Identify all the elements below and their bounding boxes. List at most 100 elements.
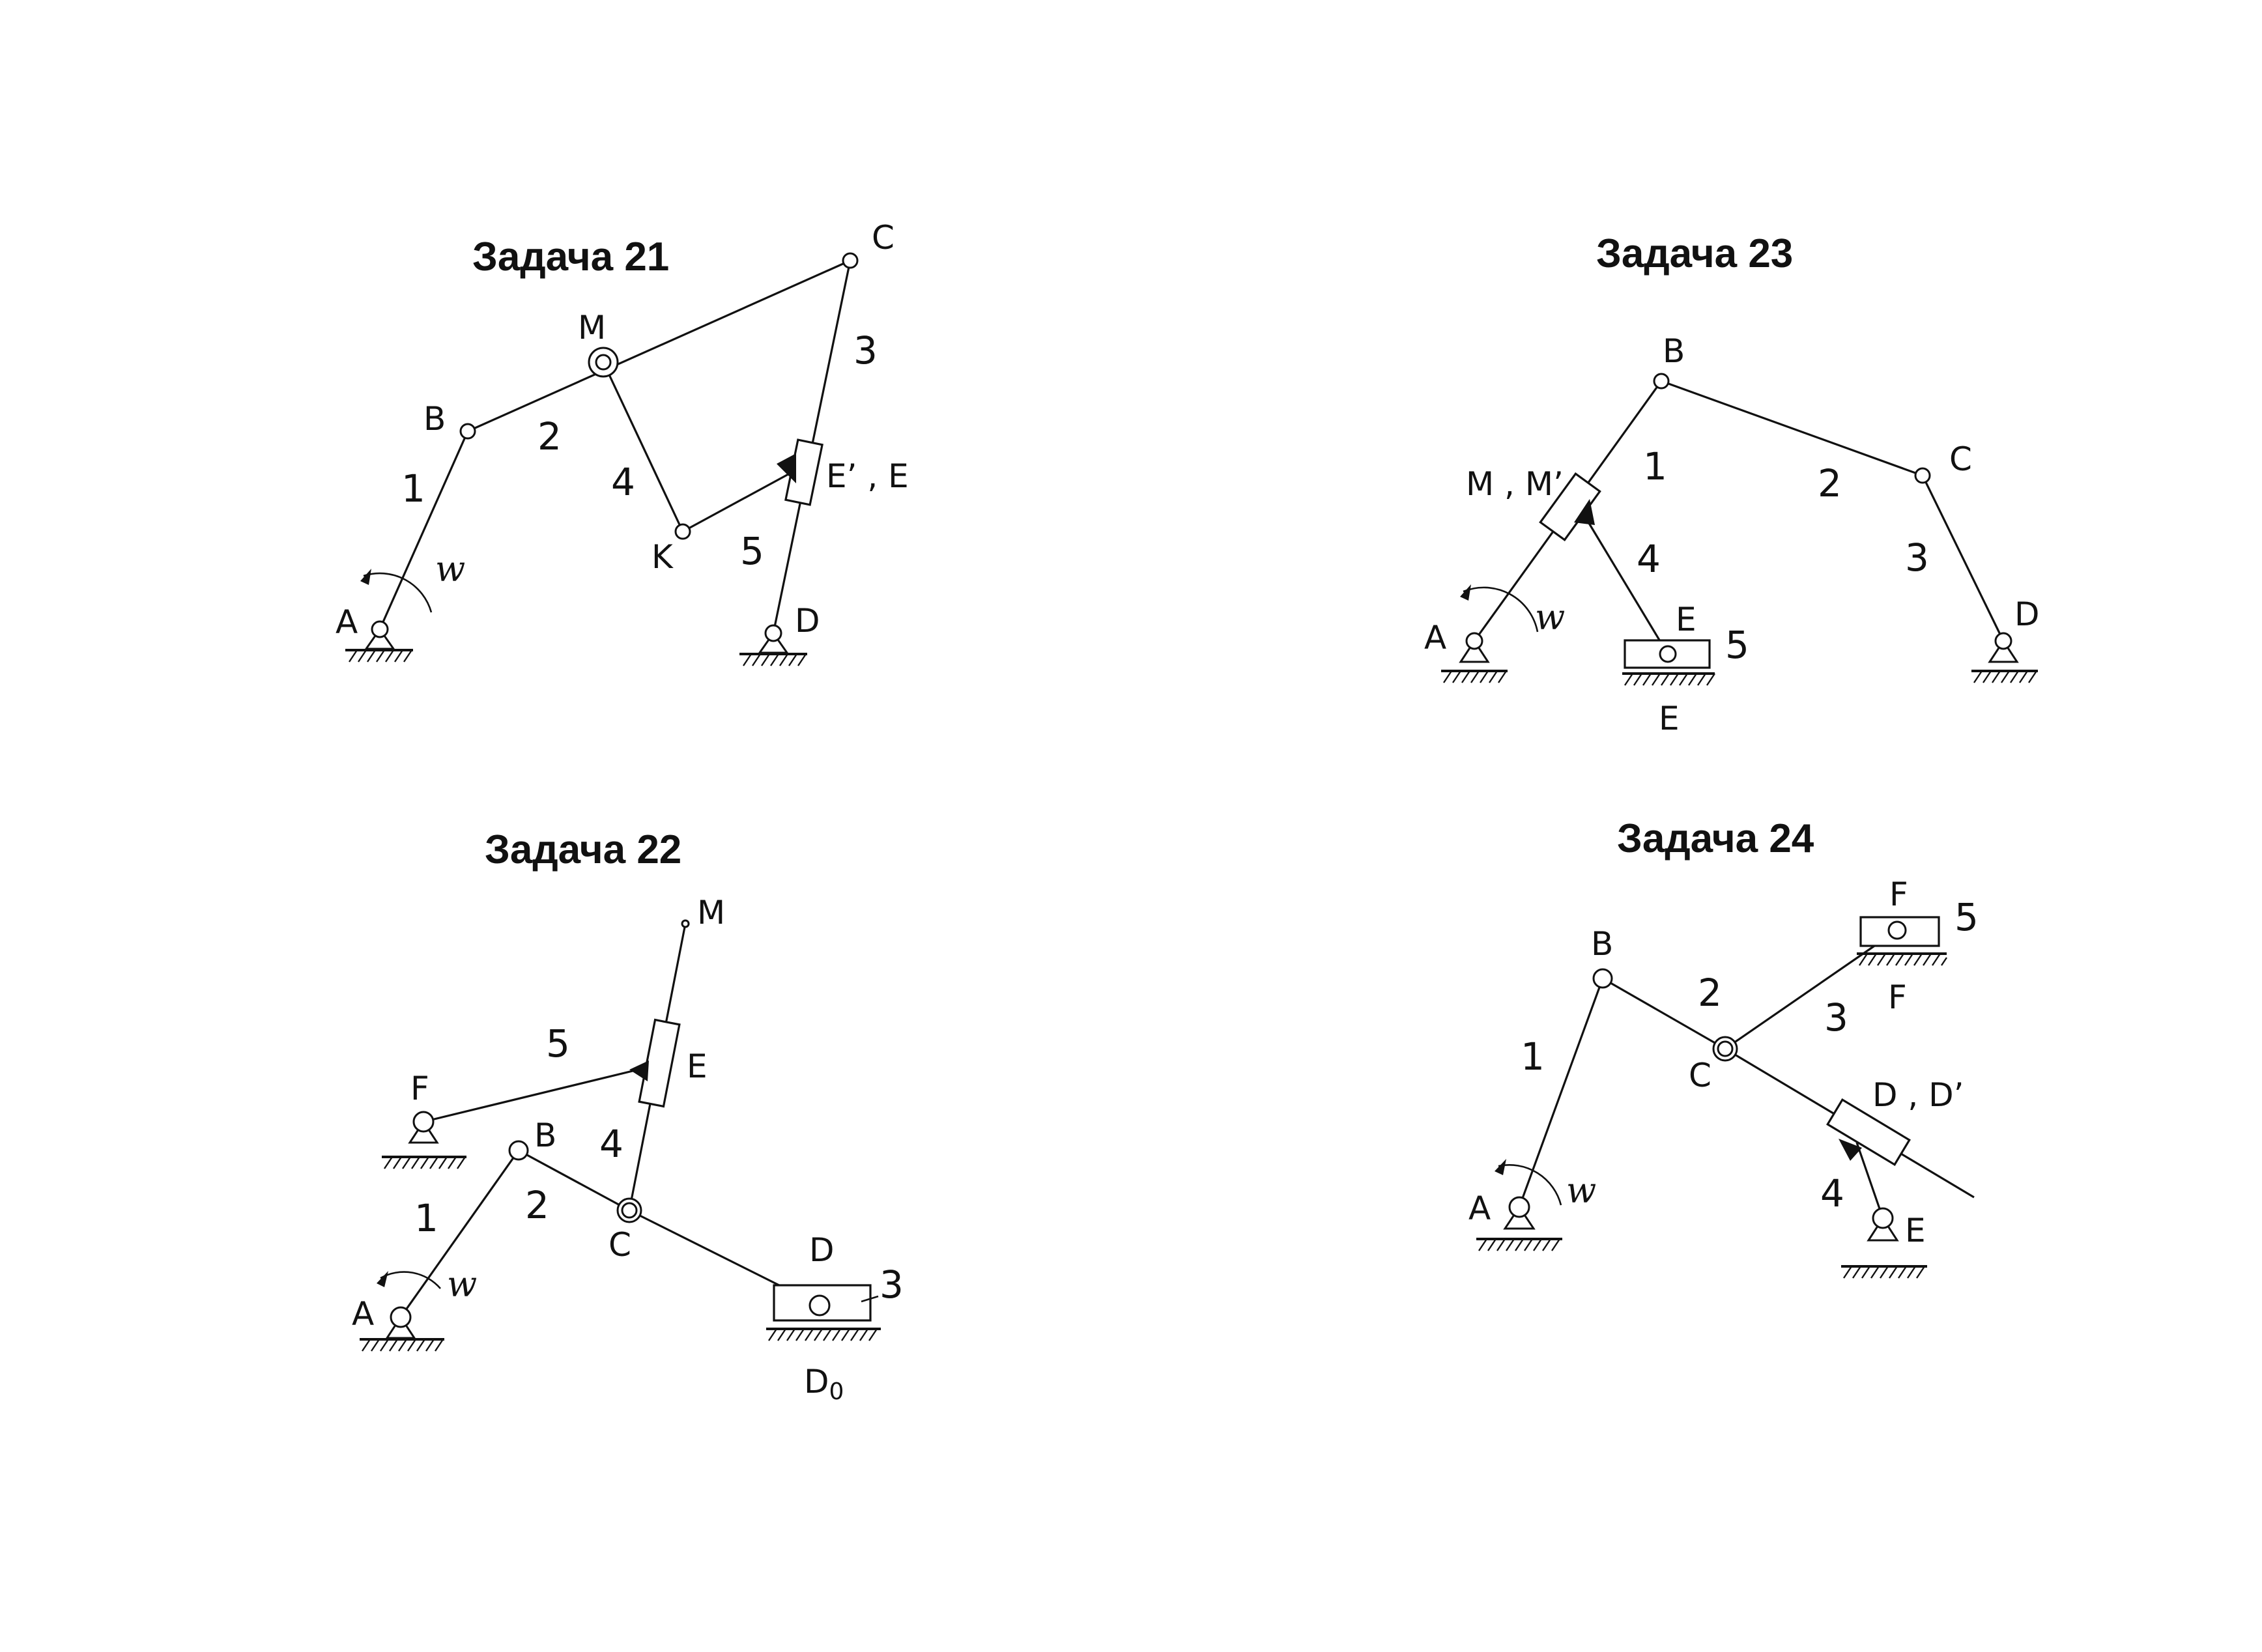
joint-C — [1717, 1040, 1734, 1057]
link-number-1: 1 — [401, 466, 425, 511]
link-4 — [1579, 507, 1669, 655]
slider-D — [1826, 1098, 1911, 1166]
ground-support-D — [739, 624, 807, 666]
slider-E — [638, 1018, 681, 1108]
link-2 — [518, 1149, 630, 1212]
link-number-4: 4 — [1637, 537, 1661, 581]
joint-M — [595, 354, 612, 371]
link-number-4: 4 — [599, 1122, 623, 1166]
joint-B — [508, 1140, 529, 1161]
link-5 — [682, 473, 789, 533]
slider-E — [1622, 639, 1715, 686]
label-D0: D0 — [804, 1363, 844, 1405]
joint-K — [674, 523, 691, 540]
label-D: D — [2014, 595, 2040, 633]
omega-label: w — [1535, 597, 1565, 638]
omega-arrow: w — [360, 548, 465, 613]
label-M: M — [697, 894, 725, 932]
problem-22: Задача 22 — [352, 827, 904, 1405]
label-A: A — [1468, 1189, 1491, 1227]
label-D: D — [795, 602, 820, 640]
problem-23-title: Задача 23 — [1596, 231, 1793, 276]
label-C: C — [1689, 1057, 1711, 1094]
label-E-guide: E — [1659, 700, 1680, 737]
slider-M-pin — [1574, 499, 1595, 525]
label-K: K — [651, 538, 674, 576]
label-F: F — [410, 1070, 429, 1107]
label-E: E — [1676, 601, 1696, 638]
link-number-3: 3 — [853, 328, 878, 373]
label-M: M , M’ — [1466, 465, 1564, 503]
link-number-1: 1 — [1643, 444, 1667, 489]
joint-C — [842, 252, 859, 269]
problem-23: Задача 23 — [1424, 231, 2040, 737]
label-B: B — [423, 400, 446, 438]
link-number-4: 4 — [611, 460, 635, 504]
label-A: A — [352, 1295, 374, 1333]
link-number-5: 5 — [546, 1021, 570, 1066]
slider-D-pin — [1839, 1139, 1862, 1161]
link-4 — [602, 362, 684, 532]
label-B: B — [534, 1117, 556, 1154]
point-M — [681, 919, 690, 928]
slider-E-pin — [777, 453, 796, 483]
label-C: C — [1949, 440, 1972, 478]
omega-label: w — [447, 1264, 477, 1305]
link-number-2: 2 — [1698, 971, 1722, 1015]
ground-support-D — [1971, 632, 2038, 683]
link-number-5: 5 — [1725, 623, 1749, 667]
joint-C — [1914, 467, 1931, 484]
ground-support-E — [1841, 1207, 1927, 1279]
problem-24: Задача 24 — [1468, 816, 1979, 1279]
label-C: C — [608, 1226, 631, 1264]
label-D: D — [809, 1231, 835, 1269]
label-F-guide: F — [1888, 978, 1907, 1016]
omega-arrow: w — [377, 1264, 477, 1305]
joint-C — [621, 1202, 638, 1219]
slider-F — [1857, 916, 1947, 966]
ground-support-A — [1441, 632, 1508, 683]
link-1 — [1518, 978, 1604, 1208]
ground-support-A — [360, 1306, 444, 1352]
link-number-2: 2 — [1818, 461, 1842, 506]
link-number-5: 5 — [740, 529, 764, 573]
label-E: E’ , E — [826, 457, 909, 495]
joint-B — [459, 423, 476, 440]
link-number-5: 5 — [1954, 895, 1979, 939]
problem-21-title: Задача 21 — [472, 235, 669, 279]
label-E: E — [1905, 1212, 1926, 1249]
slider-E-pin — [629, 1061, 649, 1081]
link-3 — [1921, 475, 2005, 642]
label-B: B — [1663, 332, 1685, 370]
joint-B — [1653, 373, 1670, 390]
label-M: M — [578, 309, 606, 347]
label-E: E — [687, 1047, 708, 1085]
link-2 — [1602, 977, 1726, 1050]
label-A: A — [336, 603, 358, 641]
link-5 — [423, 1064, 655, 1123]
problem-24-title: Задача 24 — [1617, 816, 1814, 861]
omega-label: w — [1566, 1170, 1596, 1211]
ground-support-A — [1476, 1196, 1562, 1251]
link-1 — [379, 431, 469, 630]
link-number-1: 1 — [1521, 1034, 1545, 1079]
link-number-3: 3 — [880, 1262, 904, 1307]
label-C: C — [872, 219, 895, 257]
link-number-1: 1 — [414, 1196, 438, 1240]
link-2 — [1661, 380, 1923, 477]
ground-support-A — [345, 620, 413, 662]
link-3 — [1725, 929, 1898, 1050]
slider-D — [766, 1284, 881, 1341]
label-B: B — [1591, 925, 1613, 963]
ground-support-F — [382, 1111, 466, 1169]
link-number-2: 2 — [525, 1183, 549, 1227]
link-number-2: 2 — [537, 414, 562, 459]
omega-label: w — [435, 548, 465, 590]
link-number-3: 3 — [1824, 995, 1848, 1040]
link-number-3: 3 — [1905, 535, 1929, 580]
problem-21: Задача 21 w — [336, 219, 909, 666]
problem-22-title: Задача 22 — [485, 827, 681, 872]
joint-B — [1592, 968, 1613, 989]
problem-23-links — [1473, 380, 2005, 655]
